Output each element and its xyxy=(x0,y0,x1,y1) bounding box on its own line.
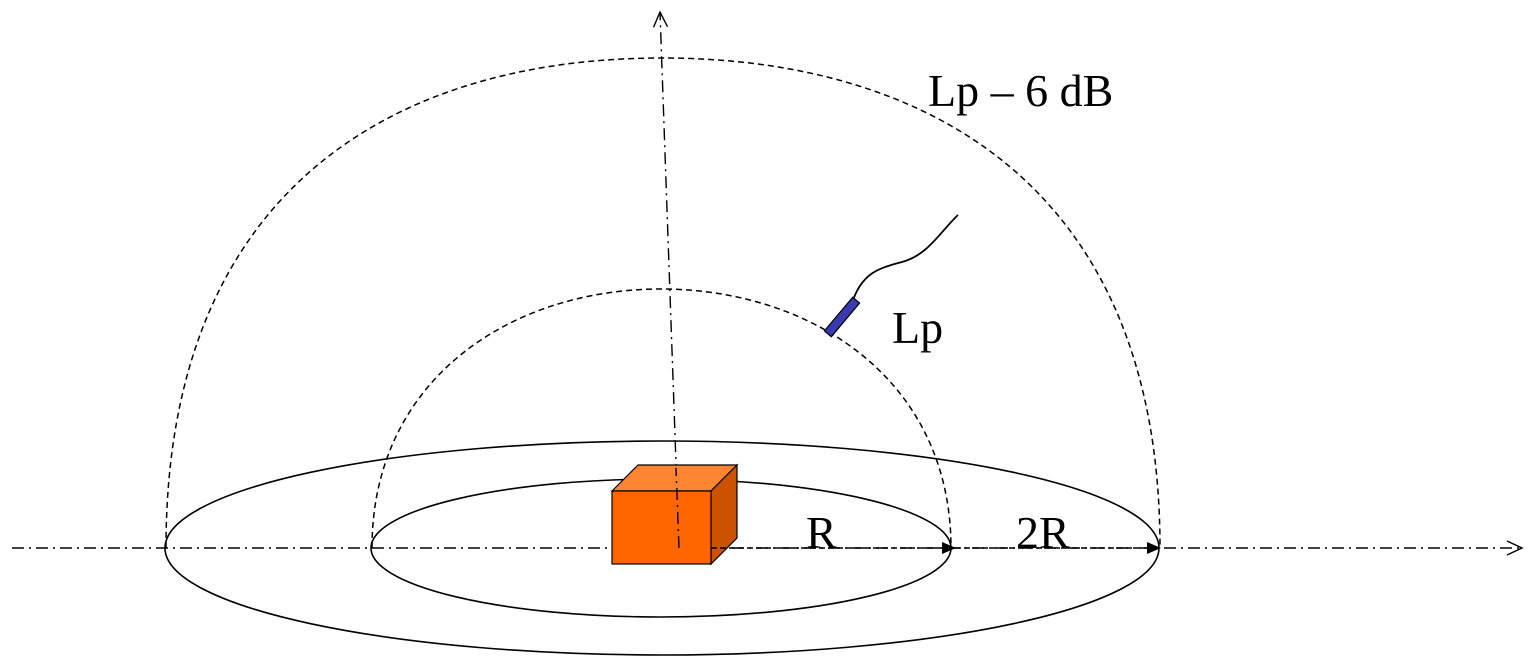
radius-r-label: R xyxy=(806,507,837,558)
near-level-label: Lp xyxy=(892,302,943,353)
sound-source-cube xyxy=(610,463,739,566)
radius-2r-label: 2R xyxy=(1016,507,1070,558)
cube-front-face xyxy=(611,490,712,565)
microphone-body xyxy=(823,296,861,338)
vertical-axis-overlay xyxy=(675,467,680,549)
microphone-icon xyxy=(823,214,959,338)
far-level-label: Lp – 6 dB xyxy=(928,65,1113,116)
inner-hemisphere-arc xyxy=(371,288,952,549)
vertical-axis xyxy=(652,10,680,549)
microphone-cable xyxy=(851,214,959,304)
